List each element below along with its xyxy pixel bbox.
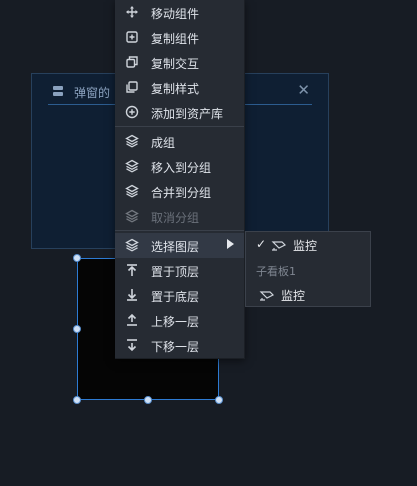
layers-icon (125, 209, 139, 223)
camera-icon (271, 241, 287, 251)
menu-item-label: 上移一层 (151, 315, 200, 329)
copy-component-icon (126, 31, 138, 43)
move-down-icon (127, 339, 137, 352)
resize-handle-tl[interactable] (73, 254, 81, 262)
resize-handle-ml[interactable] (73, 325, 81, 333)
menu-item-label: 成组 (151, 136, 176, 150)
menu-divider (115, 126, 244, 127)
layers-icon (125, 159, 139, 173)
submenu-group-label: 子看板1 (256, 265, 296, 278)
menu-item-send-to-back[interactable]: 置于底层 (115, 283, 244, 308)
menu-item-label: 置于顶层 (151, 265, 200, 279)
menu-item-label: 复制样式 (151, 82, 200, 96)
menu-item-copy-interaction[interactable]: 复制交互 (115, 50, 244, 75)
copy-style-icon (126, 81, 138, 93)
menu-item-ungroup: 取消分组 (115, 204, 244, 229)
menu-item-move-up[interactable]: 上移一层 (115, 308, 244, 333)
move-up-icon (127, 313, 137, 326)
menu-item-label: 复制交互 (151, 57, 200, 71)
menu-item-label: 选择图层 (151, 240, 200, 254)
menu-item-label: 合并到分组 (151, 186, 212, 200)
bring-to-front-icon (127, 264, 137, 276)
menu-item-add-to-assets[interactable]: 添加到资产库 (115, 100, 244, 125)
layers-icon (125, 184, 139, 198)
menu-item-merge-into-group[interactable]: 合并到分组 (115, 179, 244, 204)
add-asset-icon (125, 105, 139, 119)
menu-item-group[interactable]: 成组 (115, 129, 244, 154)
resize-handle-br[interactable] (215, 396, 223, 404)
move-icon (126, 6, 138, 18)
submenu-item-label: 监控 (293, 239, 318, 253)
menu-item-label: 下移一层 (151, 340, 200, 354)
menu-item-select-layer[interactable]: 选择图层 (115, 233, 244, 258)
menu-item-move-component[interactable]: 移动组件 (115, 0, 244, 25)
menu-item-copy-component[interactable]: 复制组件 (115, 25, 244, 50)
menu-item-copy-style[interactable]: 复制样式 (115, 75, 244, 100)
submenu-item-selected[interactable]: ✓ 监控 (246, 237, 370, 257)
send-to-back-icon (127, 289, 137, 301)
resize-handle-bl[interactable] (73, 396, 81, 404)
copy-interaction-icon (126, 56, 138, 68)
menu-item-move-down[interactable]: 下移一层 (115, 333, 244, 358)
check-icon: ✓ (256, 237, 267, 251)
context-menu: 移动组件 复制组件 复制交互 复制样式 添加到资产库 (115, 0, 245, 359)
menu-item-label: 移入到分组 (151, 161, 212, 175)
resize-handle-bm[interactable] (144, 396, 152, 404)
menu-item-label: 置于底层 (151, 290, 200, 304)
chevron-right-icon (227, 239, 234, 249)
list-icon (53, 86, 63, 96)
layers-icon (125, 238, 139, 252)
layers-icon (125, 134, 139, 148)
submenu-item-label: 监控 (281, 289, 306, 303)
layer-submenu: ✓ 监控 子看板1 监控 (245, 231, 371, 307)
popup-title: 弹窗的 (74, 86, 111, 100)
menu-item-bring-to-front[interactable]: 置于顶层 (115, 258, 244, 283)
close-icon[interactable]: ✕ (297, 81, 310, 99)
menu-item-label: 复制组件 (151, 32, 200, 46)
menu-item-label: 添加到资产库 (151, 107, 224, 121)
menu-divider (115, 230, 244, 231)
menu-item-label: 取消分组 (151, 211, 200, 225)
camera-icon (259, 291, 275, 301)
menu-item-move-into-group[interactable]: 移入到分组 (115, 154, 244, 179)
menu-item-label: 移动组件 (151, 7, 200, 21)
submenu-item[interactable]: 监控 (246, 287, 370, 307)
